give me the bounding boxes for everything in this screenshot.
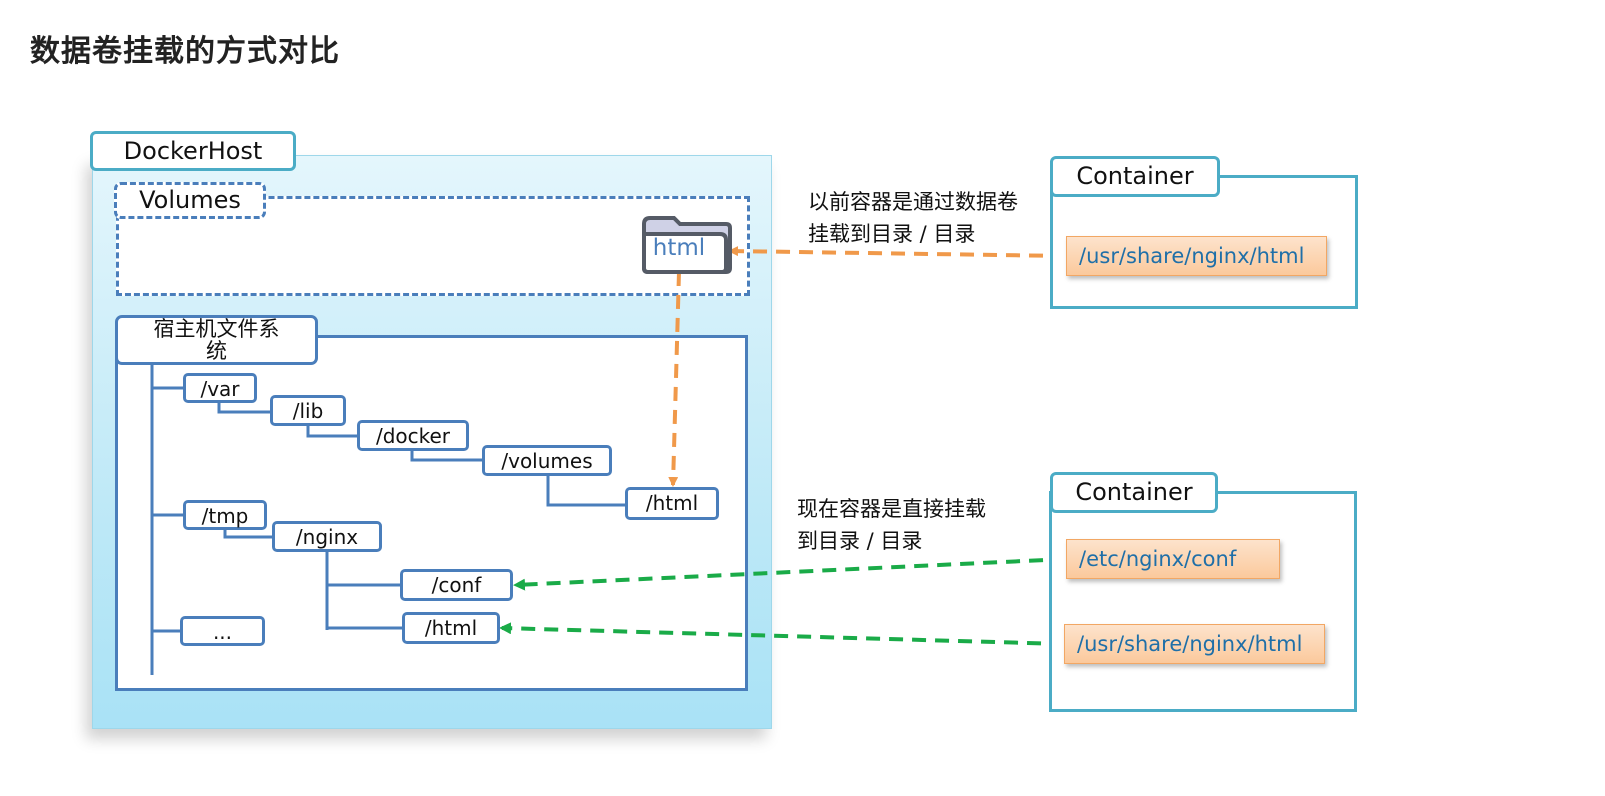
tree-node-nginx-html: /html xyxy=(402,612,500,644)
tree-connector-lib-docker xyxy=(306,424,360,438)
host-filesystem-label-line1: 宿主机文件系 xyxy=(153,317,280,341)
now-arrow-html xyxy=(499,622,1065,646)
note-before: 以前容器是通过数据卷 挂载到目录 / 目录 xyxy=(808,186,1048,250)
tree-node-nginx: /nginx xyxy=(272,521,382,552)
container-2-panel xyxy=(1049,491,1357,712)
tree-connector-docker-volumes xyxy=(410,450,484,462)
host-filesystem-label-line2: 统 xyxy=(206,339,227,363)
folder-icon xyxy=(640,214,732,276)
tree-node-tmp: /tmp xyxy=(183,500,267,530)
before-arrow-container-to-volume xyxy=(728,246,1067,258)
note-now-line2: 到目录 / 目录 xyxy=(797,529,923,553)
before-arrow-volume-to-host xyxy=(668,271,681,487)
tree-node-conf: /conf xyxy=(400,569,513,601)
tree-node-more: ... xyxy=(180,616,265,646)
note-before-line1: 以前容器是通过数据卷 xyxy=(808,190,1018,214)
note-before-line2: 挂载到目录 / 目录 xyxy=(808,222,976,246)
tree-connector-var-lib xyxy=(217,401,272,414)
tree-node-var: /var xyxy=(183,373,257,403)
container-1-path-html: /usr/share/nginx/html xyxy=(1066,236,1327,276)
container-1-label: Container xyxy=(1050,156,1220,197)
container-2-label: Container xyxy=(1050,472,1218,513)
folder-label: html xyxy=(652,235,706,261)
note-now: 现在容器是直接挂载 到目录 / 目录 xyxy=(797,493,1037,557)
tree-connector-volumes-html xyxy=(546,475,627,507)
now-arrow-conf xyxy=(513,557,1067,591)
tree-node-volumes-html: /html xyxy=(625,487,719,520)
page-title: 数据卷挂载的方式对比 xyxy=(30,34,340,69)
tree-connector-tmp-nginx xyxy=(223,529,274,539)
host-filesystem-label: 宿主机文件系 统 xyxy=(115,315,318,365)
docker-host-label: DockerHost xyxy=(90,131,296,171)
note-now-line1: 现在容器是直接挂载 xyxy=(797,497,986,521)
tree-node-docker: /docker xyxy=(357,420,469,451)
volumes-label: Volumes xyxy=(114,182,266,219)
tree-node-lib: /lib xyxy=(270,395,346,426)
container-2-path-html: /usr/share/nginx/html xyxy=(1064,624,1325,664)
tree-node-volumes: /volumes xyxy=(482,445,612,476)
container-2-path-conf: /etc/nginx/conf xyxy=(1066,539,1280,579)
